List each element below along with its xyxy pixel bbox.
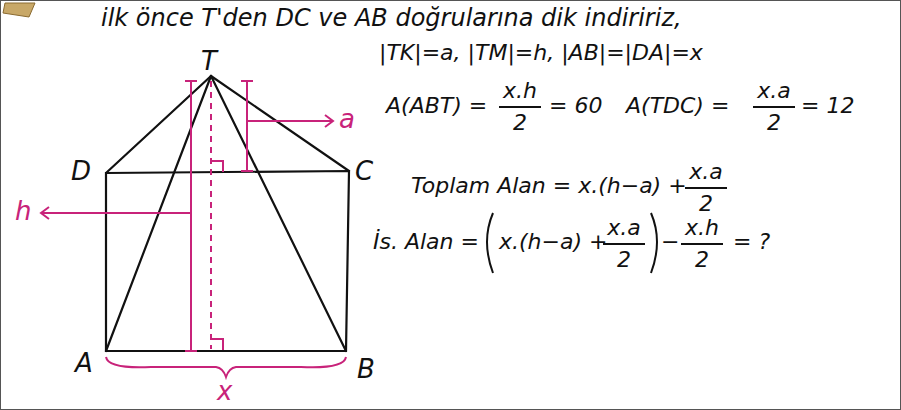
numerator: x.a	[685, 160, 727, 184]
formula-text: İs. Alan =	[373, 230, 479, 254]
numerator: x.a	[753, 79, 795, 103]
numerator: x.h	[681, 216, 723, 240]
formula-text: −	[661, 230, 679, 254]
formula-text: = 60	[549, 94, 602, 118]
dimension-label: a	[339, 105, 355, 134]
formula-text: = ?	[733, 230, 770, 254]
denominator: 2	[753, 111, 795, 135]
dimension-label: h	[15, 197, 31, 226]
vertex-label: A	[75, 349, 93, 378]
denominator: 2	[681, 248, 723, 272]
formula-text: A(ABT) =	[386, 94, 487, 118]
vertex-label: C	[355, 157, 373, 186]
formula-text: Toplam Alan = x.(h−a) +	[411, 174, 687, 198]
note-text: ilk önce T'den DC ve AB doğrularına dik …	[101, 5, 682, 31]
vertex-label: D	[71, 157, 91, 186]
given-text: |TK|=a, |TM|=h, |AB|=|DA|=x	[379, 41, 703, 65]
denominator: 2	[685, 192, 727, 216]
formula-text: = 12	[801, 94, 854, 118]
vertex-label: T	[201, 47, 217, 76]
formula-text: A(TDC) =	[626, 94, 729, 118]
numerator: x.h	[499, 79, 541, 103]
numerator: x.a	[603, 216, 645, 240]
formula-text: x.(h−a) +	[499, 230, 607, 254]
dimension-label: x	[217, 377, 232, 406]
denominator: 2	[603, 248, 645, 272]
denominator: 2	[499, 111, 541, 135]
vertex-label: B	[357, 355, 375, 384]
